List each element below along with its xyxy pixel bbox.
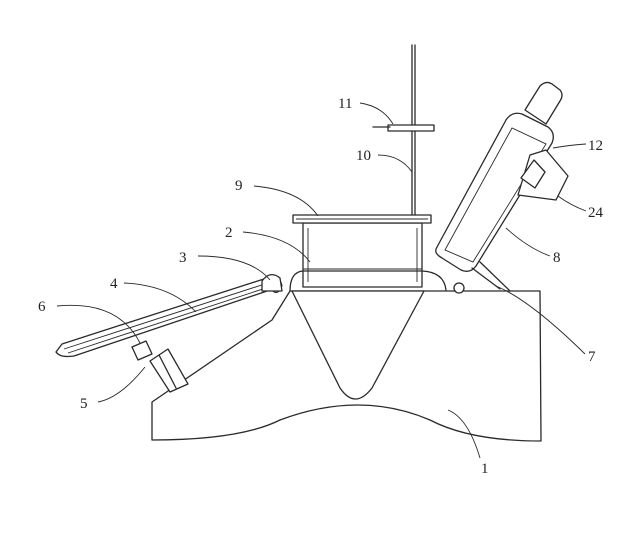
leader-3 <box>197 255 271 281</box>
backrest-strut <box>471 267 501 290</box>
actuator-cylinder <box>149 348 189 393</box>
label-2: 2 <box>225 225 233 241</box>
seat-frame <box>302 222 423 288</box>
leg-rest-line-1 <box>63 280 275 350</box>
leader-12 <box>552 143 587 149</box>
headrest <box>524 81 563 125</box>
label-3: 3 <box>179 250 187 266</box>
base-body <box>151 290 542 442</box>
label-6: 6 <box>38 299 46 315</box>
leader-24 <box>557 195 587 212</box>
label-7: 7 <box>588 349 596 365</box>
actuator-mount <box>131 340 153 361</box>
label-4: 4 <box>110 276 118 292</box>
backrest-strut-2 <box>479 261 511 292</box>
leader-5 <box>97 366 146 403</box>
leg-rest-bracket <box>261 274 283 292</box>
leader-2 <box>242 231 311 263</box>
backrest <box>435 112 554 272</box>
label-24: 24 <box>588 205 604 221</box>
backrest-pivot <box>453 282 465 294</box>
seat-bottom-rail <box>289 270 447 292</box>
label-12: 12 <box>588 138 603 154</box>
label-8: 8 <box>553 250 561 266</box>
label-10: 10 <box>356 148 371 164</box>
leader-11 <box>359 102 394 125</box>
leg-rest-line-2 <box>67 283 279 354</box>
iv-clamp <box>387 124 435 132</box>
label-5: 5 <box>80 396 88 412</box>
leader-9 <box>253 185 319 217</box>
leader-8 <box>505 227 551 257</box>
actuator-rod <box>158 354 177 389</box>
backrest-inner <box>444 127 547 263</box>
leader-4 <box>123 282 197 313</box>
leader-7 <box>495 285 586 355</box>
side-unit-knob <box>520 159 546 189</box>
leg-rest <box>55 276 283 358</box>
base-v-recess <box>291 290 425 400</box>
label-1: 1 <box>481 461 489 477</box>
label-9: 9 <box>235 178 243 194</box>
leader-1 <box>447 409 481 459</box>
leader-10 <box>377 154 413 173</box>
label-11: 11 <box>338 96 352 112</box>
leader-6 <box>56 304 141 344</box>
